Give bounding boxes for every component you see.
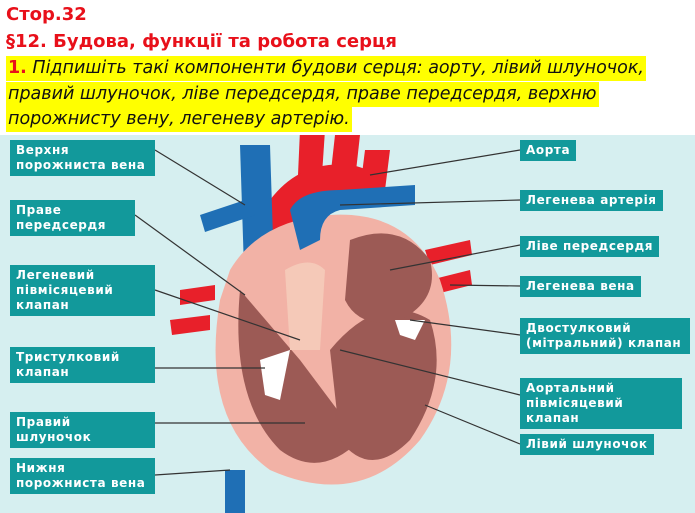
label-pulmonary-valve: Легеневий півмісяцевий клапан bbox=[10, 265, 155, 316]
label-superior-vena-cava: Верхня порожниста вена bbox=[10, 140, 155, 176]
label-tricuspid-valve: Тристулковий клапан bbox=[10, 347, 155, 383]
label-right-ventricle: Правий шлуночок bbox=[10, 412, 155, 448]
label-mitral-valve: Двостулковий (мітральний) клапан bbox=[520, 318, 690, 354]
task-line-1: 1. Підпишіть такі компоненти будови серц… bbox=[6, 56, 646, 81]
label-left-atrium: Ліве передсердя bbox=[520, 236, 660, 257]
label-pulmonary-vein: Легенева вена bbox=[520, 276, 641, 297]
label-left-ventricle: Лівий шлуночок bbox=[520, 434, 654, 455]
label-right-atrium: Праве передсердя bbox=[10, 200, 135, 236]
task-number: 1. bbox=[8, 58, 27, 78]
task-line-2: правий шлуночок, ліве передсердя, праве … bbox=[6, 82, 599, 107]
label-aorta: Аорта bbox=[520, 140, 577, 161]
heart-illustration bbox=[134, 135, 521, 513]
page-number: Стор.32 bbox=[6, 4, 87, 25]
task-line-3: порожнисту вену, легеневу артерію. bbox=[6, 107, 352, 132]
task-text: Підпишіть такі компоненти будови серця: … bbox=[32, 58, 644, 78]
heart-diagram: Верхня порожниста вена Праве передсердя … bbox=[0, 135, 695, 513]
label-aortic-valve: Аортальний півмісяцевий клапан bbox=[520, 378, 682, 429]
label-pulmonary-artery: Легенева артерія bbox=[520, 190, 663, 211]
section-title: §12. Будова, функції та робота серця bbox=[6, 31, 397, 52]
label-inferior-vena-cava: Нижня порожниста вена bbox=[10, 458, 155, 494]
